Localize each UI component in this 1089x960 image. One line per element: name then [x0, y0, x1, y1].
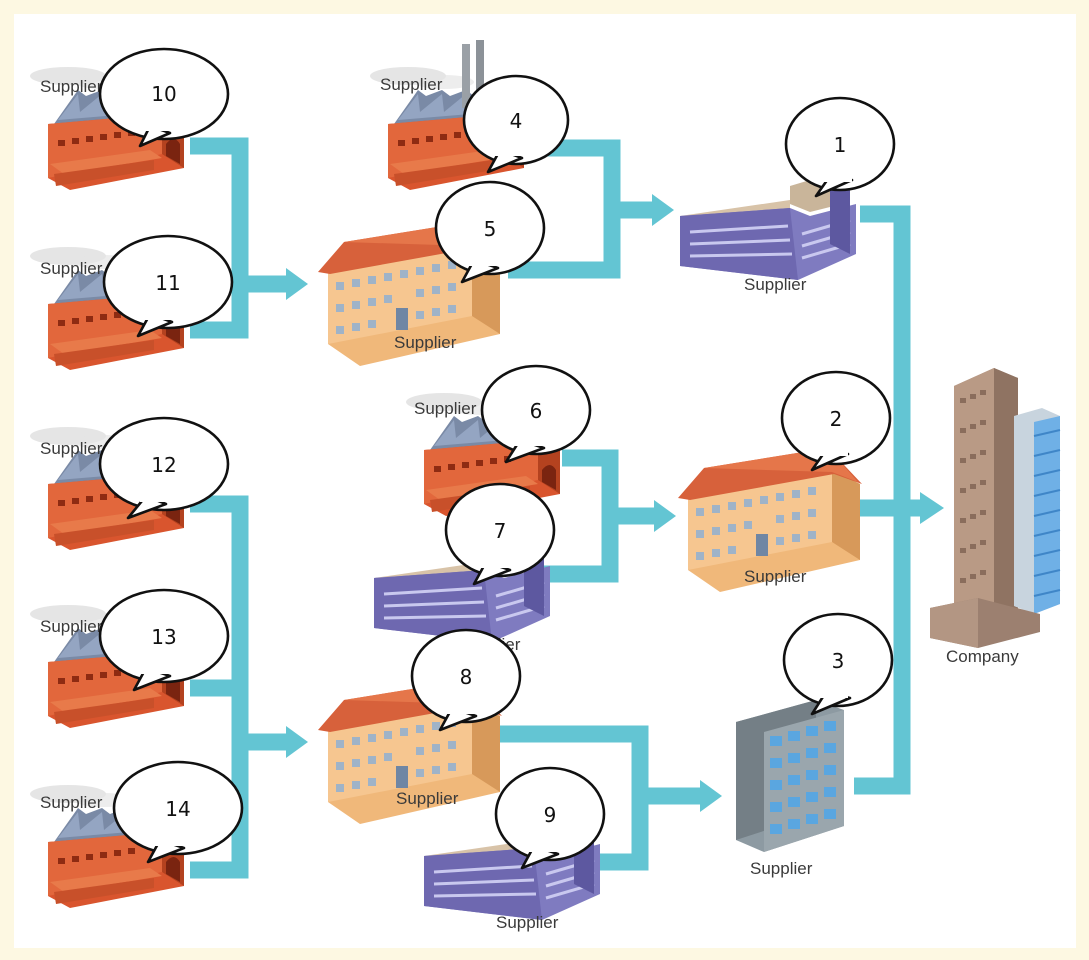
company-tower-icon: [929, 367, 1061, 649]
bubble-number-1: 1: [834, 133, 847, 157]
arrowhead-to-3: [700, 780, 722, 812]
supplier-label-13: Supplier: [40, 617, 103, 636]
company-label: Company: [946, 647, 1019, 666]
callout-bubble-12: 12: [98, 416, 230, 520]
bubble-number-10: 10: [151, 82, 176, 106]
callout-bubble-14: 14: [112, 760, 244, 864]
arrowhead-to-1: [652, 194, 674, 226]
flow-connector-10-11: [190, 137, 249, 339]
callout-bubble-13: 13: [98, 588, 230, 692]
bubble-number-8: 8: [460, 665, 473, 689]
callout-bubble-7: 7: [444, 482, 556, 586]
supplier-label-10: Supplier: [40, 77, 103, 96]
supplier-label-6: Supplier: [414, 399, 477, 418]
supplier-label-3: Supplier: [750, 859, 813, 878]
building-labels: Supplier Supplier Supplier Supplier Supp…: [40, 75, 1019, 932]
callout-bubble-5: 5: [434, 180, 546, 284]
bubble-number-12: 12: [151, 453, 176, 477]
bubble-number-2: 2: [830, 407, 843, 431]
callout-bubble-8: 8: [410, 628, 522, 732]
highrise-icon: [736, 700, 844, 852]
supplier-label-11: Supplier: [40, 259, 103, 278]
callout-bubble-11: 11: [102, 234, 234, 338]
supplier-label-9: Supplier: [496, 913, 559, 932]
flow-arrows: [190, 137, 944, 879]
supplier-label-2: Supplier: [744, 567, 807, 586]
bubble-number-9: 9: [544, 803, 557, 827]
bubble-number-5: 5: [484, 217, 497, 241]
callout-bubble-6: 6: [480, 364, 592, 464]
callout-bubble-10: 10: [98, 47, 230, 148]
bubble-number-3: 3: [832, 649, 845, 673]
bubble-number-7: 7: [494, 519, 507, 543]
arrowhead-to-2: [654, 500, 676, 532]
arrowhead-to-8: [286, 726, 308, 758]
supplier-label-4: Supplier: [380, 75, 443, 94]
arrowhead-to-company: [920, 492, 944, 524]
callout-bubble-3: 3: [782, 612, 894, 716]
callout-bubble-2: 2: [780, 370, 892, 472]
bubble-number-13: 13: [151, 625, 176, 649]
chimney-icon: [476, 40, 484, 108]
arrowhead-to-5: [286, 268, 308, 300]
supplier-label-14: Supplier: [40, 793, 103, 812]
bubble-number-6: 6: [530, 399, 543, 423]
supplier-label-1: Supplier: [744, 275, 807, 294]
bubble-number-14: 14: [165, 797, 190, 821]
building-icons: [30, 40, 1061, 922]
supplier-label-12: Supplier: [40, 439, 103, 458]
bubble-number-11: 11: [155, 271, 180, 295]
speech-bubbles: 10 11 12 13: [98, 47, 896, 870]
bubble-number-4: 4: [510, 109, 523, 133]
callout-bubble-1: 1: [784, 96, 896, 198]
chimney-icon: [462, 44, 470, 108]
supplier-label-8: Supplier: [396, 789, 459, 808]
supplier-label-5: Supplier: [394, 333, 457, 352]
callout-bubble-9: 9: [494, 766, 606, 870]
callout-bubble-4: 4: [462, 74, 570, 174]
